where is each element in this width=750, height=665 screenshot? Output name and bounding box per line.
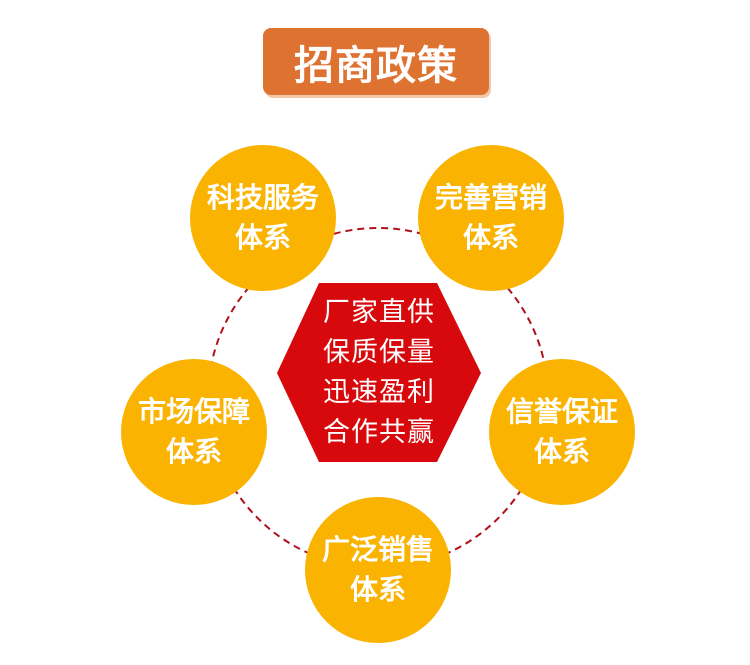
node-label: 信誉保证 [505, 395, 618, 428]
node-sublabel: 体系 [165, 435, 222, 468]
node-marketing: 完善营销 体系 [418, 145, 564, 291]
center-hexagon [277, 283, 481, 462]
node-label: 市场保障 [137, 395, 250, 428]
node-sublabel: 体系 [234, 221, 291, 254]
node-wide-sales: 广泛销售 体系 [305, 497, 451, 643]
node-sublabel: 体系 [349, 573, 406, 606]
node-label: 广泛销售 [321, 533, 434, 566]
node-sublabel: 体系 [462, 221, 519, 254]
node-tech-service: 科技服务 体系 [190, 145, 336, 291]
node-credit-guarantee: 信誉保证 体系 [489, 359, 635, 505]
node-sublabel: 体系 [533, 435, 590, 468]
node-market-guarantee: 市场保障 体系 [121, 359, 267, 505]
node-label: 完善营销 [434, 181, 547, 214]
center-line-1: 厂家直供 [323, 296, 435, 328]
center-hexagon-text: 厂家直供 保质保量 迅速盈利 合作共赢 [277, 283, 481, 462]
center-line-3: 迅速盈利 [323, 376, 435, 408]
page-title: 招商政策 [263, 28, 489, 95]
node-label: 科技服务 [206, 181, 319, 214]
center-line-2: 保质保量 [323, 336, 435, 368]
center-line-4: 合作共赢 [323, 416, 435, 448]
